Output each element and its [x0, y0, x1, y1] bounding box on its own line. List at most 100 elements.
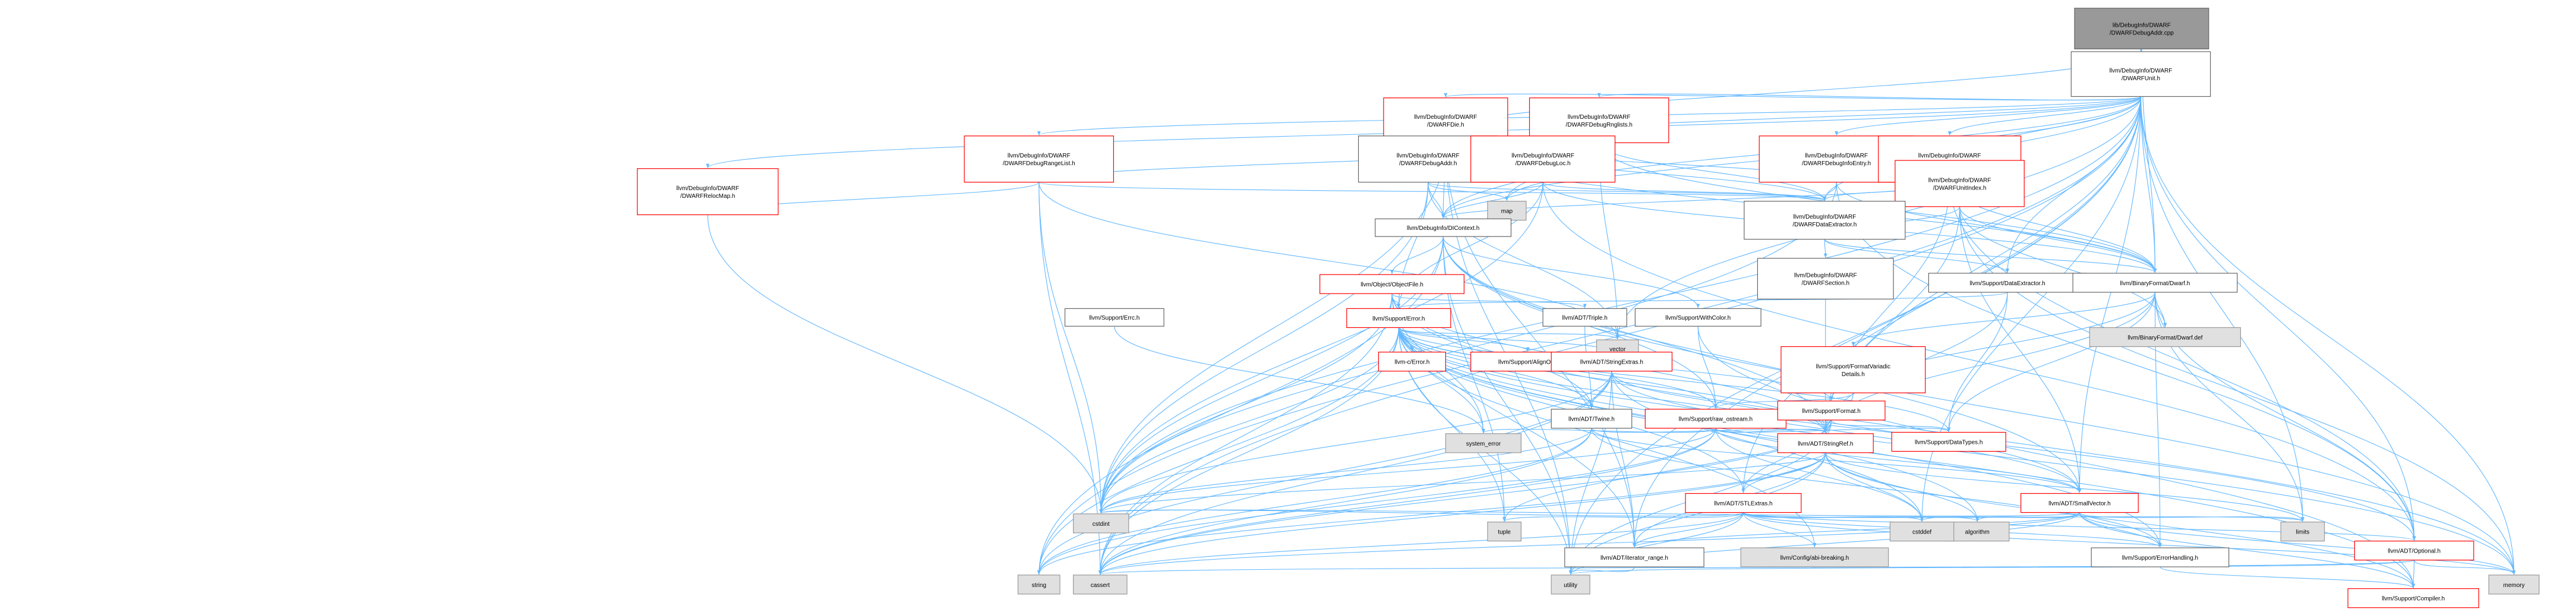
- node-stlextras[interactable]: llvm/ADT/STLExtras.h: [1685, 493, 1802, 513]
- node-smallvector[interactable]: llvm/ADT/SmallVector.h: [2021, 493, 2139, 513]
- node-rawostream[interactable]: llvm/Support/raw_ostream.h: [1644, 409, 1787, 429]
- edge-supporterror-to-alignof: [1398, 327, 1530, 352]
- node-box-dwarfdie: [1383, 97, 1508, 143]
- node-label-string-line-0: string: [1032, 582, 1046, 589]
- node-box-withcolor: [1634, 308, 1761, 327]
- edge-rangelist-to-cassert: [1038, 182, 1102, 575]
- node-box-stringextras: [1551, 351, 1673, 372]
- node-triple[interactable]: llvm/ADT/Triple.h: [1542, 308, 1627, 327]
- node-label-rnglists-line-1: /DWARFDebugRnglists.h: [1565, 122, 1632, 128]
- node-datatypes[interactable]: llvm/Support/DataTypes.h: [1891, 431, 2006, 452]
- node-label-unitindex-line-0: llvm/DebugInfo/DWARF: [1928, 177, 1991, 184]
- node-optional[interactable]: llvm/ADT/Optional.h: [2354, 541, 2474, 561]
- node-root[interactable]: lib/DebugInfo/DWARF/DWARFDebugAddr.cpp: [2074, 8, 2209, 49]
- node-label-datatypes-line-0: llvm/Support/DataTypes.h: [1915, 440, 1983, 446]
- node-systemerror[interactable]: system_error: [1445, 433, 1521, 453]
- edge-debugloc-to-dataextractor: [1542, 182, 1827, 201]
- node-dwarfsection[interactable]: llvm/DebugInfo/DWARF/DWARFSection.h: [1757, 258, 1894, 299]
- node-box-errc: [1064, 308, 1164, 327]
- node-box-dwarfsection: [1757, 258, 1894, 299]
- node-memory[interactable]: memory: [2488, 575, 2540, 595]
- node-twine[interactable]: llvm/ADT/Twine.h: [1551, 409, 1633, 429]
- node-utility[interactable]: utility: [1551, 575, 1590, 595]
- node-binaryformatdwarf[interactable]: llvm/BinaryFormat/Dwarf.h: [2072, 273, 2238, 293]
- node-objectfile[interactable]: llvm/Object/ObjectFile.h: [1319, 274, 1465, 294]
- edge-dicontext-to-memory: [1442, 236, 2516, 575]
- edge-binaryformatdwarf-to-formatvariadic: [1851, 292, 2155, 346]
- node-compiler[interactable]: llvm/Support/Compiler.h: [2347, 588, 2479, 608]
- node-dicontext[interactable]: llvm/DebugInfo/DIContext.h: [1375, 218, 1512, 237]
- node-configabi[interactable]: llvm/Config/abi-breaking.h: [1740, 547, 1889, 567]
- node-string[interactable]: string: [1017, 575, 1060, 595]
- node-label-optional-line-0: llvm/ADT/Optional.h: [2388, 548, 2441, 555]
- node-label-stringref-line-0: llvm/ADT/StringRef.h: [1798, 441, 1853, 447]
- edge-debugloc-to-cstdint: [1099, 182, 1543, 513]
- edge-twine-to-cstdint: [1099, 428, 1592, 513]
- node-box-cerror: [1378, 351, 1446, 372]
- node-cstddef[interactable]: cstddef: [1889, 521, 1955, 542]
- edge-stringref-to-limits: [1825, 452, 2304, 522]
- edge-dataextractor-to-supportdataextractor: [1824, 239, 2009, 273]
- node-box-dwarfdef: [2089, 327, 2242, 348]
- node-box-debugloc: [1470, 135, 1616, 183]
- edge-dicontext-to-objectfile: [1390, 236, 1444, 274]
- edge-twine-to-string: [1037, 428, 1592, 575]
- edge-dwarfunit-to-binaryformatdwarf: [2140, 96, 2157, 273]
- node-dwarfunit[interactable]: llvm/DebugInfo/DWARF/DWARFUnit.h: [2070, 51, 2211, 97]
- edge-smallvector-to-limits: [2079, 512, 2304, 522]
- node-label-systemerror-line-0: system_error: [1466, 441, 1501, 447]
- node-iteratorrange[interactable]: llvm/ADT/iterator_range.h: [1564, 547, 1704, 567]
- node-supporterror[interactable]: llvm/Support/Error.h: [1346, 308, 1451, 328]
- node-label-root-line-1: /DWARFDebugAddr.cpp: [2110, 30, 2174, 37]
- edge-smallvector-to-cassert: [1098, 512, 2080, 575]
- node-label-configabi-line-0: llvm/Config/abi-breaking.h: [1781, 555, 1849, 561]
- node-dataextractor[interactable]: llvm/DebugInfo/DWARF/DWARFDataExtractor.…: [1744, 201, 1906, 240]
- node-rangelist[interactable]: llvm/DebugInfo/DWARF/DWARFDebugRangeList…: [964, 135, 1115, 183]
- node-relocmap[interactable]: llvm/DebugInfo/DWARF/DWARFRelocMap.h: [637, 168, 779, 216]
- node-supportdataextractor[interactable]: llvm/Support/DataExtractor.h: [1928, 273, 2087, 293]
- node-label-utility-line-0: utility: [1564, 582, 1577, 589]
- node-label-smallvector-line-0: llvm/ADT/SmallVector.h: [2048, 501, 2110, 507]
- node-unitindex[interactable]: llvm/DebugInfo/DWARF/DWARFUnitIndex.h: [1895, 160, 2025, 207]
- node-cerror[interactable]: llvm-c/Error.h: [1378, 351, 1446, 372]
- node-debugloc[interactable]: llvm/DebugInfo/DWARF/DWARFDebugLoc.h: [1470, 135, 1616, 183]
- node-box-compiler: [2347, 588, 2479, 608]
- edge-stringextras-to-smallvector: [1611, 371, 2082, 493]
- node-limits[interactable]: limits: [2280, 521, 2325, 542]
- node-stringextras[interactable]: llvm/ADT/StringExtras.h: [1551, 351, 1673, 372]
- edge-smallvector-to-cstdint: [1099, 509, 2080, 517]
- node-label-formatvariadic-line-1: Details.h: [1842, 371, 1865, 378]
- node-box-stlextras: [1685, 493, 1802, 513]
- node-label-formatvariadic-line-0: llvm/Support/FormatVariadic: [1816, 364, 1890, 370]
- edge-errc-to-systemerror: [1114, 326, 1485, 433]
- edge-rawostream-to-cstddef: [1715, 428, 1924, 522]
- node-box-memory: [2488, 575, 2540, 595]
- edge-dicontext-to-utility: [1442, 236, 1573, 575]
- edge-supporterror-to-cstdint: [1099, 327, 1399, 513]
- edge-dwarfunit-to-memory: [2140, 96, 2516, 575]
- node-algorithm[interactable]: algorithm: [1944, 521, 2010, 542]
- edge-debugaddr-to-dataextractor: [1428, 182, 1827, 201]
- node-label-relocmap-line-0: llvm/DebugInfo/DWARF: [676, 185, 739, 192]
- edge-dataextractor-to-binaryformatdwarf: [1824, 239, 2157, 273]
- node-dwarfdie[interactable]: llvm/DebugInfo/DWARF/DWARFDie.h: [1383, 97, 1508, 143]
- edge-stlextras-to-tuple: [1502, 512, 1744, 522]
- edge-twine-to-smallvector: [1591, 428, 2082, 493]
- edge-supporterror-to-systemerror: [1398, 327, 1485, 433]
- node-withcolor[interactable]: llvm/Support/WithColor.h: [1634, 308, 1761, 327]
- node-dwarfdef[interactable]: llvm/BinaryFormat/Dwarf.def: [2089, 327, 2242, 348]
- node-errorhandling[interactable]: llvm/Support/ErrorHandling.h: [2091, 547, 2230, 567]
- node-box-cstdint: [1073, 513, 1129, 534]
- node-stringref[interactable]: llvm/ADT/StringRef.h: [1777, 433, 1874, 453]
- node-tuple[interactable]: tuple: [1487, 521, 1521, 542]
- node-rnglists[interactable]: llvm/DebugInfo/DWARF/DWARFDebugRnglists.…: [1529, 97, 1669, 143]
- node-map[interactable]: map: [1487, 201, 1527, 221]
- node-cassert[interactable]: cassert: [1073, 575, 1128, 595]
- node-errc[interactable]: llvm/Support/Errc.h: [1064, 308, 1164, 327]
- node-cstdint[interactable]: cstdint: [1073, 513, 1129, 534]
- edge-stlextras-to-optional: [1742, 512, 2416, 541]
- node-format[interactable]: llvm/Support/Format.h: [1777, 400, 1886, 421]
- node-label-debugaddr-line-0: llvm/DebugInfo/DWARF: [1397, 153, 1460, 159]
